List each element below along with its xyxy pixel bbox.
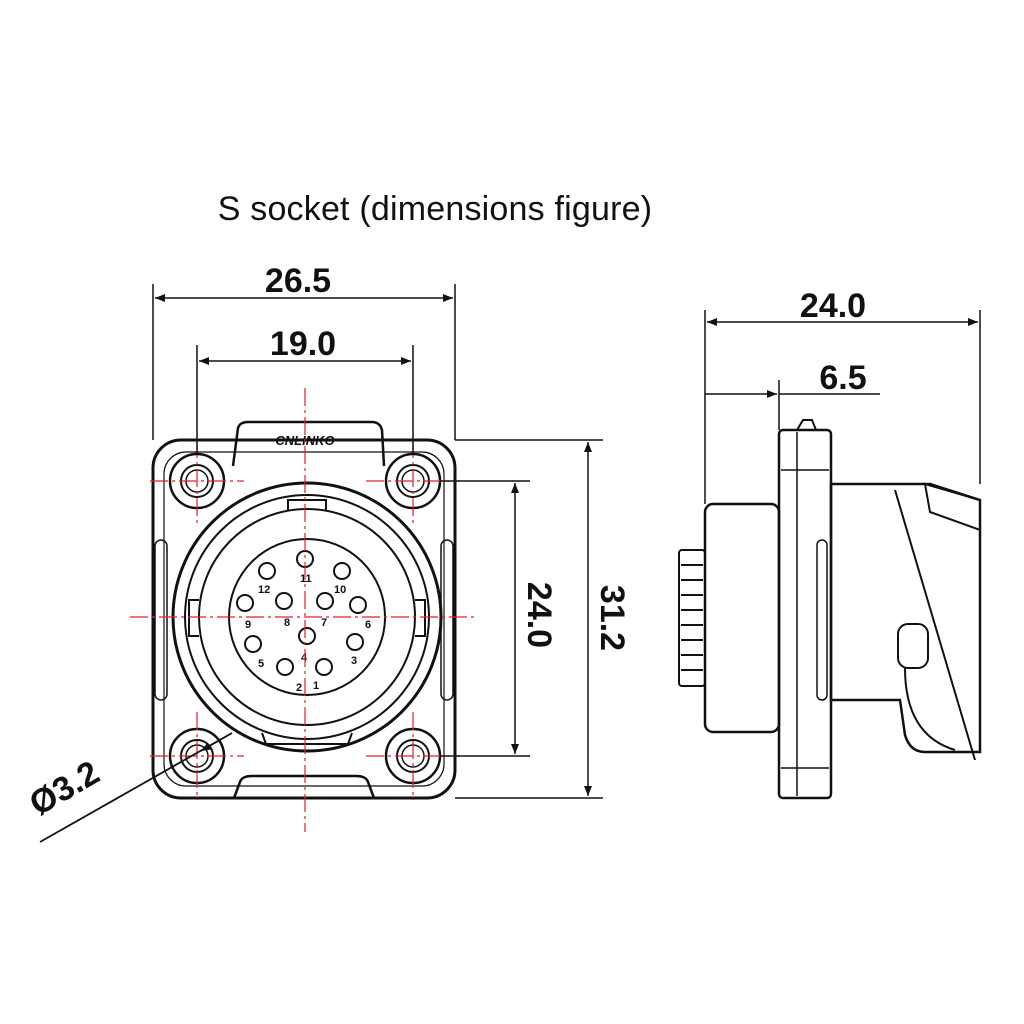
latch-button <box>897 623 929 669</box>
pin-label: 10 <box>334 584 346 596</box>
left-slot <box>154 539 168 701</box>
pin-hole <box>315 658 333 676</box>
pin-hole <box>333 562 351 580</box>
pin-hole <box>236 594 254 612</box>
flange-outline <box>151 438 457 800</box>
pin-label: 8 <box>284 617 290 629</box>
pin-hole <box>258 562 276 580</box>
keyway-top <box>287 499 327 510</box>
pin-label: 9 <box>245 619 251 631</box>
side-flange <box>777 428 833 800</box>
pin-hole <box>346 633 364 651</box>
keyway-left <box>188 599 199 637</box>
pin-hole <box>298 627 316 645</box>
pin-hole <box>244 635 262 653</box>
dim-hole-spacing-y: 24.0 <box>520 582 558 648</box>
dim-side-depth: 24.0 <box>800 287 866 325</box>
latch-housing <box>829 482 982 754</box>
pin-label: 6 <box>365 619 371 631</box>
pin-label: 7 <box>321 617 327 629</box>
pin-label: 3 <box>351 655 357 667</box>
contact-pins <box>678 549 706 687</box>
dim-hole-diameter: Ø3.2 <box>23 754 106 824</box>
front-view <box>151 420 457 800</box>
pin-hole <box>275 592 293 610</box>
pin-hole <box>316 592 334 610</box>
bottom-tab <box>232 774 376 799</box>
side-dimension-lines <box>704 310 981 504</box>
keyway-right <box>415 599 426 637</box>
pin-label: 1 <box>313 680 319 692</box>
rear-body <box>703 502 781 734</box>
pin-label: 5 <box>258 658 264 670</box>
pin-label: 11 <box>300 573 312 585</box>
pin-hole <box>276 658 294 676</box>
pin-hole <box>349 596 367 614</box>
figure-title: S socket (dimensions figure) <box>217 190 653 228</box>
dim-hole-spacing-x: 19.0 <box>270 325 336 363</box>
flange-inner-outline <box>163 451 445 787</box>
dim-overall-height: 31.2 <box>593 585 631 651</box>
side-view <box>678 419 982 800</box>
right-slot <box>440 539 454 701</box>
pin-label: 12 <box>258 584 270 596</box>
dimension-lines <box>39 284 603 843</box>
brand-tab <box>231 420 386 467</box>
pin-label: 2 <box>296 682 302 694</box>
keyway-bottom <box>261 732 353 745</box>
dim-overall-width: 26.5 <box>265 262 331 300</box>
dim-flange-depth: 6.5 <box>819 359 866 397</box>
